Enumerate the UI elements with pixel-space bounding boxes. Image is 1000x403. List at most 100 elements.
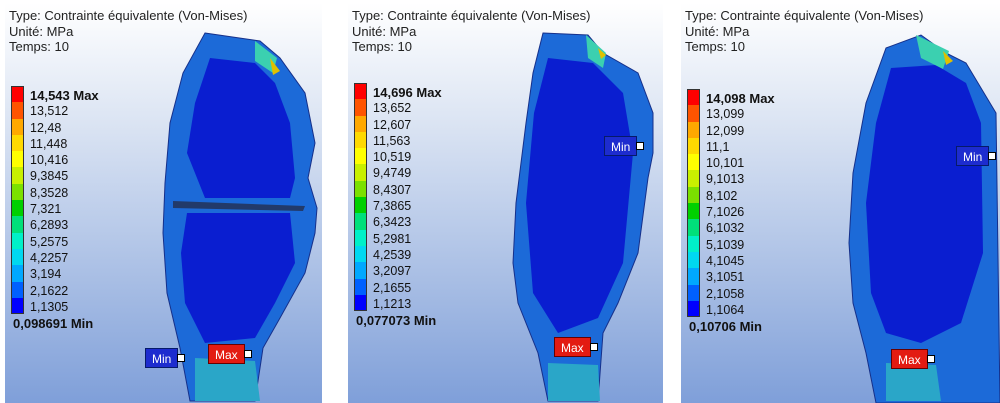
legend-label: 3,2097 [373, 264, 412, 279]
legend-swatch [687, 235, 700, 252]
legend-label: 7,321 [30, 202, 62, 217]
min-probe-label[interactable]: Min [956, 146, 997, 166]
legend-swatch [354, 148, 367, 165]
legend-swatch [11, 248, 24, 266]
legend-swatch [687, 89, 700, 106]
min-probe-label[interactable]: Min [145, 348, 186, 368]
legend-label: 10,519 [373, 150, 412, 165]
legend-max-label: 14,696 Max [373, 85, 442, 100]
legend-swatch [11, 297, 24, 315]
time-label: Temps: 10 [9, 39, 69, 54]
legend-swatch [687, 284, 700, 301]
legend-min-label: 0,10706 Min [689, 319, 762, 335]
legend-label: 11,563 [373, 133, 411, 148]
legend-swatch [687, 186, 700, 204]
legend-swatch [354, 99, 367, 116]
legend-swatch [354, 229, 367, 246]
legend-swatch [11, 151, 24, 168]
legend-label: 6,2893 [30, 218, 69, 233]
brake-pad-model[interactable] [5, 3, 322, 403]
legend-min-label: 0,077073 Min [356, 313, 437, 329]
legend-label: 6,3423 [373, 215, 412, 230]
brake-pad-model[interactable] [348, 3, 663, 403]
legend-swatch [354, 213, 367, 230]
legend-swatch [687, 170, 700, 187]
result-type-label: Type: Contrainte équivalente (Von-Mises) [352, 8, 591, 23]
legend-label: 2,1655 [373, 280, 412, 295]
legend-swatch [354, 180, 367, 198]
legend-swatch [687, 268, 700, 285]
legend-swatch [354, 294, 367, 312]
legend-label: 10,416 [30, 153, 69, 168]
legend-label: 7,1026 [706, 205, 745, 220]
legend-swatch [354, 278, 367, 295]
legend-swatch [11, 265, 24, 282]
legend-label: 13,652 [373, 101, 412, 116]
legend-label: 4,2257 [30, 250, 69, 265]
legend-swatch [11, 102, 24, 119]
max-probe-label[interactable]: Max [554, 337, 598, 357]
time-label: Temps: 10 [352, 39, 412, 54]
legend-swatch [354, 245, 367, 263]
legend-swatch [354, 197, 367, 214]
result-header: Type: Contrainte équivalente (Von-Mises)… [9, 8, 247, 55]
legend-label: 2,1622 [30, 283, 69, 298]
result-panel-1: Type: Contrainte équivalente (Von-Mises)… [5, 3, 322, 403]
legend-label: 6,1032 [706, 221, 745, 236]
legend-swatch [687, 219, 700, 236]
legend-label: 12,607 [373, 117, 412, 132]
legend-swatch [11, 134, 24, 152]
legend-label: 3,194 [30, 267, 62, 282]
result-header: Type: Contrainte équivalente (Von-Mises)… [685, 8, 923, 55]
result-panel-2: Type: Contrainte équivalente (Von-Mises)… [348, 3, 663, 403]
result-panel-3: Type: Contrainte équivalente (Von-Mises)… [681, 3, 1000, 403]
legend-label: 13,512 [30, 104, 69, 119]
legend-swatch [687, 300, 700, 318]
legend-label: 12,099 [706, 123, 745, 138]
legend-swatch [687, 251, 700, 269]
legend-label: 9,3845 [30, 169, 69, 184]
legend-swatch [354, 115, 367, 132]
legend-swatch [11, 200, 24, 217]
legend-label: 12,48 [30, 120, 62, 135]
unit-label: Unité: MPa [9, 23, 74, 39]
legend-label: 9,1013 [706, 172, 745, 187]
legend-label: 11,448 [30, 136, 68, 151]
result-header: Type: Contrainte équivalente (Von-Mises)… [352, 8, 590, 55]
legend-max-label: 14,543 Max [30, 88, 99, 103]
legend-swatch [11, 232, 24, 249]
legend-swatch [687, 121, 700, 138]
min-probe-label[interactable]: Min [604, 136, 645, 156]
legend-label: 1,1305 [30, 299, 69, 314]
legend-swatch [354, 262, 367, 279]
brake-pad-model[interactable] [681, 3, 1000, 403]
legend-swatch [687, 203, 700, 220]
legend-label: 3,1051 [706, 270, 745, 285]
legend-label: 4,1045 [706, 253, 745, 268]
legend-swatch [11, 281, 24, 298]
legend-label: 2,1058 [706, 286, 745, 301]
legend-label: 8,3528 [30, 185, 69, 200]
legend-swatch [354, 131, 367, 149]
legend-swatch [11, 167, 24, 184]
time-label: Temps: 10 [685, 39, 745, 54]
legend-swatch [687, 105, 700, 122]
legend-swatch [11, 216, 24, 233]
legend-swatch [11, 183, 24, 201]
legend-swatch [354, 164, 367, 181]
max-probe-label[interactable]: Max [208, 344, 252, 364]
max-probe-label[interactable]: Max [891, 349, 935, 369]
legend-label: 1,1213 [373, 296, 412, 311]
legend-swatch [11, 86, 24, 103]
legend-label: 1,1064 [706, 302, 745, 317]
legend-label: 4,2539 [373, 247, 412, 262]
legend-label: 5,1039 [706, 237, 745, 252]
legend-min-label: 0,098691 Min [13, 316, 94, 332]
legend-swatch [687, 137, 700, 155]
unit-label: Unité: MPa [352, 23, 417, 39]
result-type-label: Type: Contrainte équivalente (Von-Mises) [685, 8, 924, 23]
legend-max-label: 14,098 Max [706, 91, 775, 106]
legend-label: 7,3865 [373, 199, 412, 214]
legend-label: 9,4749 [373, 166, 412, 181]
legend-label: 8,102 [706, 188, 738, 203]
